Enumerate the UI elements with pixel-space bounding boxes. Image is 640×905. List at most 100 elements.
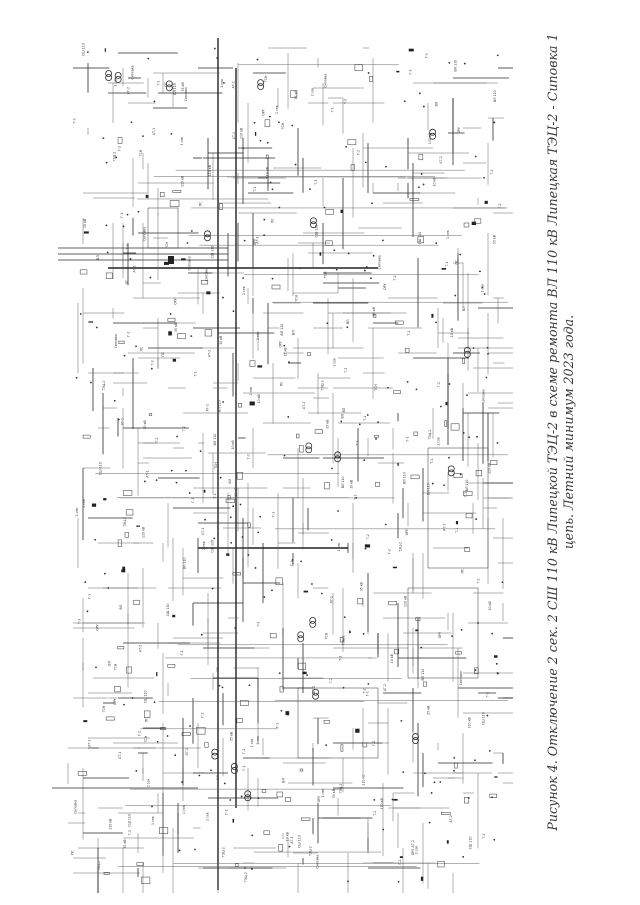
svg-text:Сиповка: Сиповка	[482, 389, 486, 403]
svg-text:АТ-1: АТ-1	[206, 404, 210, 411]
svg-text:35 кВ: 35 кВ	[283, 347, 287, 356]
svg-text:Т-2: Т-2	[155, 437, 159, 443]
svg-text:СШ 110: СШ 110	[144, 690, 148, 703]
svg-text:АТ-1: АТ-1	[121, 418, 125, 425]
svg-text:Т-2: Т-2	[182, 426, 186, 432]
svg-text:ПС: ПС	[199, 201, 203, 206]
svg-text:ОРУ: ОРУ	[173, 298, 177, 304]
svg-text:АТ-2: АТ-2	[442, 524, 446, 531]
svg-text:ТСН: ТСН	[264, 75, 268, 83]
svg-text:ВЛ: ВЛ	[228, 478, 232, 483]
svg-text:ОРУ: ОРУ	[253, 239, 257, 245]
svg-text:ТСН: ТСН	[324, 632, 328, 640]
svg-text:2 сек: 2 сек	[220, 79, 224, 88]
svg-text:Т-3: Т-3	[151, 360, 155, 366]
svg-text:10 кВ: 10 кВ	[83, 219, 87, 228]
svg-text:1 сек: 1 сек	[446, 230, 450, 239]
svg-text:Т-1: Т-1	[482, 833, 486, 839]
svg-text:Г-1: Г-1	[88, 594, 92, 599]
svg-text:АТ-2: АТ-2	[411, 840, 415, 847]
svg-text:АТ-2: АТ-2	[302, 402, 306, 409]
svg-text:Т-3: Т-3	[344, 368, 348, 374]
svg-text:ТСН: ТСН	[294, 294, 298, 302]
svg-text:СШ 110: СШ 110	[418, 232, 422, 245]
svg-text:2 сек: 2 сек	[82, 499, 86, 508]
svg-text:1 сек: 1 сек	[151, 816, 155, 825]
svg-text:Т-3: Т-3	[72, 118, 76, 124]
svg-text:2 сек: 2 сек	[205, 812, 209, 821]
svg-text:Т-2: Т-2	[362, 688, 366, 694]
svg-text:Г-2: Г-2	[388, 549, 392, 554]
svg-text:Т-2: Т-2	[344, 99, 348, 105]
svg-text:10 кВ: 10 кВ	[257, 394, 261, 403]
svg-text:ТЭЦ-2: ТЭЦ-2	[102, 381, 106, 392]
svg-text:Г-2: Г-2	[357, 150, 361, 155]
svg-text:35 кВ: 35 кВ	[123, 839, 127, 848]
svg-text:Г-1: Г-1	[408, 69, 412, 74]
svg-text:АТ-2: АТ-2	[439, 156, 443, 163]
svg-text:АТ-1: АТ-1	[232, 132, 236, 139]
svg-text:110 кВ: 110 кВ	[468, 717, 472, 728]
svg-text:ОРУ: ОРУ	[405, 529, 409, 535]
svg-text:Т-2: Т-2	[366, 534, 370, 540]
svg-text:ТЭЦ-2: ТЭЦ-2	[341, 635, 345, 646]
svg-text:Т-2: Т-2	[329, 678, 333, 684]
svg-text:Г-2: Г-2	[200, 712, 204, 717]
svg-text:Т-1: Т-1	[430, 459, 434, 465]
svg-text:ВЛ 110: ВЛ 110	[341, 477, 345, 489]
svg-text:10 кВ: 10 кВ	[286, 832, 290, 841]
svg-text:ВЛ: ВЛ	[108, 660, 112, 665]
svg-text:Т-1: Т-1	[213, 493, 217, 499]
svg-text:ОРУ: ОРУ	[317, 796, 321, 802]
svg-text:Г-1: Г-1	[271, 512, 275, 517]
svg-text:110 кВ: 110 кВ	[403, 596, 407, 607]
svg-text:СШ 110: СШ 110	[81, 43, 85, 56]
svg-text:Сиповка: Сиповка	[315, 854, 319, 868]
svg-text:ВЛ: ВЛ	[342, 407, 346, 412]
svg-text:Т-2: Т-2	[373, 811, 377, 817]
svg-text:110 кВ: 110 кВ	[239, 128, 243, 139]
svg-text:ВЛ: ВЛ	[434, 101, 438, 106]
svg-text:Т-3: Т-3	[338, 656, 342, 662]
svg-text:ТСН: ТСН	[281, 122, 285, 130]
svg-text:1 сек: 1 сек	[333, 358, 337, 367]
caption-line-2: цепь. Летний минимум 2023 года.	[561, 314, 576, 550]
svg-text:Т-1: Т-1	[253, 187, 257, 193]
svg-text:Сиповка: Сиповка	[459, 671, 463, 685]
svg-text:Г-2: Г-2	[286, 711, 290, 716]
svg-text:Т-1: Т-1	[331, 107, 335, 113]
svg-text:ВЛ 110: ВЛ 110	[454, 60, 458, 72]
svg-text:АТ-1: АТ-1	[290, 836, 294, 843]
svg-text:СШ 110: СШ 110	[166, 604, 170, 617]
svg-text:110 кВ: 110 кВ	[380, 798, 384, 809]
svg-text:1 сек: 1 сек	[436, 437, 440, 446]
svg-text:10 кВ: 10 кВ	[390, 654, 394, 663]
svg-text:110 кВ: 110 кВ	[208, 165, 212, 176]
svg-text:СШ 110: СШ 110	[469, 837, 473, 850]
svg-text:ВЛ: ВЛ	[346, 319, 350, 324]
svg-text:ТСН: ТСН	[324, 271, 328, 279]
svg-text:СШ 110: СШ 110	[211, 540, 215, 553]
svg-text:Т-2: Т-2	[498, 203, 502, 209]
svg-text:Г-1: Г-1	[406, 436, 410, 441]
svg-text:ПС: ПС	[71, 849, 75, 854]
svg-text:Г-2: Г-2	[372, 741, 376, 746]
svg-text:ВЛ 110: ВЛ 110	[213, 434, 217, 446]
svg-text:Г-1: Г-1	[365, 691, 369, 696]
svg-text:10 кВ: 10 кВ	[234, 487, 238, 496]
svg-text:35 кВ: 35 кВ	[174, 323, 178, 332]
svg-text:Сиповка: Сиповка	[131, 65, 135, 79]
svg-text:2 сек: 2 сек	[75, 508, 79, 517]
svg-text:Т-1: Т-1	[445, 262, 449, 268]
svg-text:Т-3: Т-3	[314, 180, 318, 186]
svg-text:Т-1: Т-1	[407, 331, 411, 337]
svg-text:110 кВ: 110 кВ	[108, 819, 112, 830]
svg-text:2 сек: 2 сек	[249, 387, 253, 396]
svg-text:ОРУ: ОРУ	[278, 341, 282, 347]
svg-text:АТ-1: АТ-1	[132, 265, 136, 272]
svg-text:Сиповка: Сиповка	[204, 267, 208, 281]
svg-text:ОРУ: ОРУ	[113, 698, 117, 704]
svg-text:ВЛ: ВЛ	[341, 413, 345, 418]
